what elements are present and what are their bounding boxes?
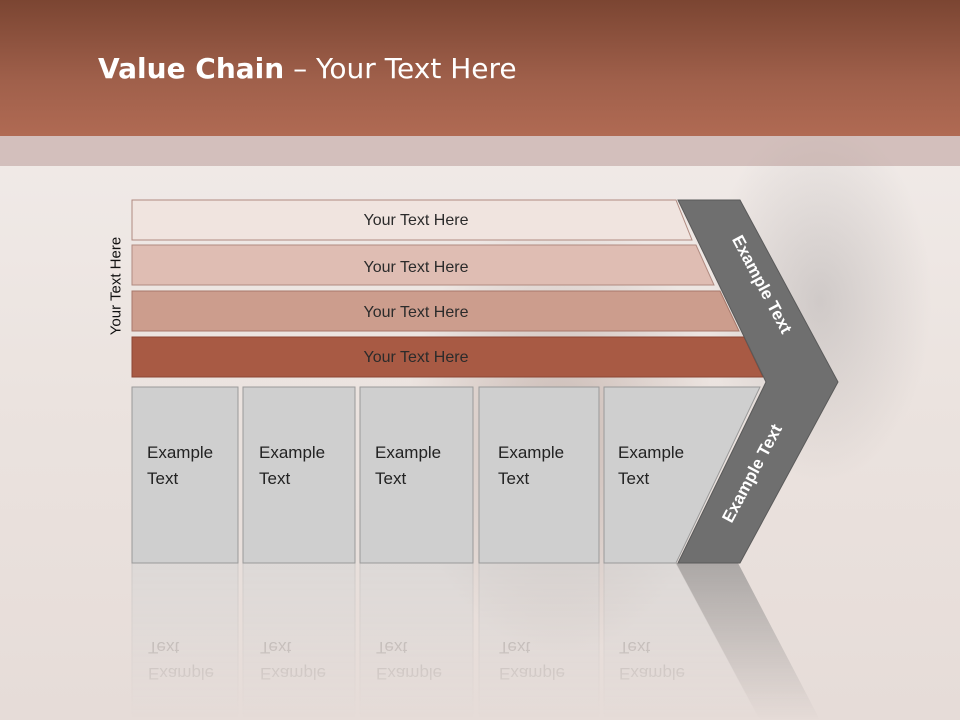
margin-chevron[interactable] <box>677 199 839 564</box>
reflection-box-5-text2: Text <box>619 638 650 657</box>
activity-box-1[interactable] <box>131 386 239 564</box>
activity-box-5[interactable] <box>603 386 761 564</box>
activity-box-2-line1: Example <box>259 443 325 462</box>
activity-box-5-line2: Text <box>618 469 649 488</box>
activity-box-1-line1: Example <box>147 443 213 462</box>
title-rest: – Your Text Here <box>284 52 517 85</box>
row-4-label: Your Text Here <box>364 349 469 366</box>
activity-box-2-line2: Text <box>259 469 290 488</box>
activity-box-3-line2: Text <box>375 469 406 488</box>
reflection-box-3-text2: Text <box>376 638 407 657</box>
row-1-bar[interactable] <box>131 199 693 241</box>
activity-box-3-line1: Example <box>375 443 441 462</box>
reflection-box-1 <box>131 562 239 720</box>
reflection-box-1-text: Example <box>148 664 214 683</box>
reflection-box-4-text: Example <box>499 664 565 683</box>
row-3-label: Your Text Here <box>364 304 469 321</box>
reflection-box-1-text2: Text <box>148 638 179 657</box>
row-4-bar[interactable] <box>131 336 764 378</box>
reflection-box-4-text2: Text <box>499 638 530 657</box>
reflection-box-3-text: Example <box>376 664 442 683</box>
title-band <box>0 0 960 136</box>
row-2-label: Your Text Here <box>364 259 469 276</box>
activity-box-4-line1: Example <box>498 443 564 462</box>
title-band-stripe <box>0 136 960 166</box>
activity-box-5-line1: Example <box>618 443 684 462</box>
reflection-box-4 <box>478 562 600 720</box>
reflection-chevron <box>676 563 820 720</box>
title-bold: Value Chain <box>98 52 285 85</box>
row-2-bar[interactable] <box>131 244 715 286</box>
reflection-box-2-text: Example <box>260 664 326 683</box>
activity-box-4[interactable] <box>478 386 600 564</box>
reflection-box-2-text2: Text <box>260 638 291 657</box>
reflection-box-5-text: Example <box>619 664 685 683</box>
activity-box-2[interactable] <box>242 386 356 564</box>
activity-box-4-line2: Text <box>498 469 529 488</box>
slide-title[interactable]: Value Chain – Your Text Here <box>98 52 517 85</box>
reflection: Example Text Example Text Example Text E… <box>131 562 820 720</box>
row-1-label: Your Text Here <box>364 212 469 229</box>
row-3-bar[interactable] <box>131 290 740 332</box>
reflection-box-3 <box>359 562 474 720</box>
activity-box-1-line2: Text <box>147 469 178 488</box>
activity-box-3[interactable] <box>359 386 474 564</box>
